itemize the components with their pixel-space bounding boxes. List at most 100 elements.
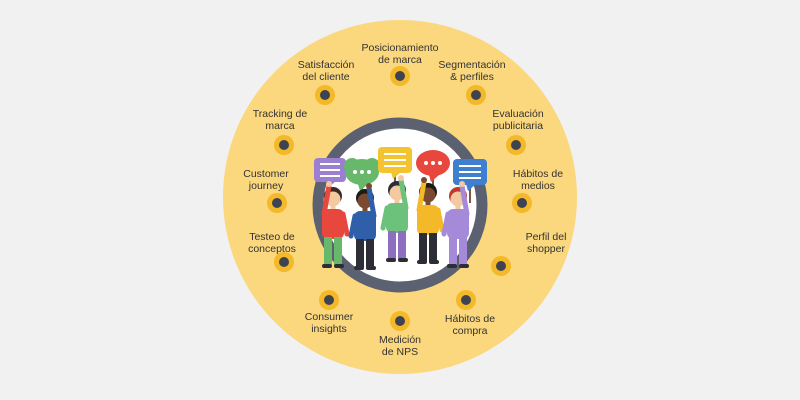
- node-marker: [512, 193, 532, 213]
- node-label-line1: Posicionamiento: [361, 42, 439, 54]
- person-neck: [394, 199, 400, 204]
- person-arm-raised: [416, 179, 427, 213]
- person-torso: [354, 211, 376, 241]
- person-torso: [417, 205, 439, 235]
- person-leg: [388, 231, 396, 259]
- person-leg: [334, 237, 342, 265]
- node-inner-dot: [517, 198, 527, 208]
- person-hand: [459, 181, 465, 187]
- node-label-line1: Perfil del: [525, 231, 567, 243]
- node-label-line2: de NPS: [381, 346, 419, 358]
- node-marker: [456, 290, 476, 310]
- node-marker: [491, 256, 511, 276]
- node-label-line2: del cliente: [302, 71, 350, 83]
- node-marker: [466, 85, 486, 105]
- person-arm: [340, 211, 350, 237]
- person-arm-raised: [398, 177, 409, 211]
- person-torso: [322, 209, 344, 239]
- node-label-line2: de marca: [378, 54, 422, 66]
- person-hand: [326, 181, 332, 187]
- person-shoe: [447, 264, 457, 268]
- person-leg: [429, 233, 437, 261]
- person-torso: [386, 203, 408, 233]
- person-leg: [356, 239, 364, 267]
- speech-bubble-tail: [466, 184, 476, 191]
- node-marker: [274, 135, 294, 155]
- bubble-text-line: [320, 175, 340, 177]
- node-label-line2: conceptos: [248, 243, 296, 255]
- person-shoe: [334, 264, 344, 268]
- bubble-dot: [438, 161, 442, 165]
- bubble-text-line: [320, 169, 340, 171]
- node-marker: [274, 252, 294, 272]
- node-label-line2: publicitaria: [492, 120, 544, 132]
- speech-bubble-puff: [344, 158, 360, 174]
- bubble-dot: [367, 170, 371, 174]
- person-arm: [380, 205, 390, 231]
- person-shoe: [354, 266, 364, 270]
- node-label-line2: journey: [248, 180, 284, 192]
- bubble-dot: [424, 161, 428, 165]
- people-with-speech-bubbles-illustration: [314, 147, 487, 270]
- node-label-line1: Hábitos de: [444, 313, 496, 325]
- node-label-line1: Tracking de: [252, 108, 308, 120]
- speech-bubble-puff: [364, 158, 380, 174]
- bubble-text-line: [459, 177, 481, 179]
- node-marker: [390, 66, 410, 86]
- node-marker: [319, 290, 339, 310]
- node-inner-dot: [272, 198, 282, 208]
- person-arm-raised: [321, 183, 332, 217]
- person-leg: [366, 239, 374, 267]
- node-label-line2: medios: [521, 180, 555, 192]
- bubble-dot: [353, 170, 357, 174]
- person-torso: [447, 209, 469, 239]
- node-label-line1: Consumer: [304, 311, 354, 323]
- node-label-line1: Segmentación: [438, 59, 506, 71]
- node-label-line1: Satisfacción: [297, 59, 355, 71]
- node-inner-dot: [279, 257, 289, 267]
- person-shoe: [398, 258, 408, 262]
- node-inner-dot: [320, 90, 330, 100]
- node-marker: [315, 85, 335, 105]
- speech-bubble-tail: [391, 172, 401, 179]
- node-inner-dot: [461, 295, 471, 305]
- person-leg: [419, 233, 427, 261]
- bubble-text-line: [384, 159, 406, 161]
- node-marker: [390, 311, 410, 331]
- speech-bubble-tail: [429, 175, 439, 182]
- node-label-line2: insights: [311, 323, 347, 335]
- node-inner-dot: [511, 140, 521, 150]
- node-label-line2: & perfiles: [450, 71, 494, 83]
- node-inner-dot: [395, 316, 405, 326]
- person-neck: [425, 201, 431, 206]
- node-label-line1: Customer: [243, 168, 289, 180]
- person-leg: [449, 237, 457, 265]
- person-arm-raised: [366, 185, 377, 219]
- node-inner-dot: [324, 295, 334, 305]
- bubble-text-line: [384, 165, 406, 167]
- node-label-line1: Testeo de: [249, 231, 295, 243]
- person-leg: [398, 231, 406, 259]
- node-group: [267, 66, 532, 331]
- person-neck: [455, 205, 461, 210]
- node-label-line1: Hábitos de: [512, 168, 564, 180]
- node-label: Segmentación& perfiles: [438, 59, 505, 83]
- person-arm: [441, 211, 451, 237]
- bubble-text-line: [320, 163, 340, 165]
- person-arm: [348, 213, 358, 239]
- node-inner-dot: [471, 90, 481, 100]
- person-neck: [330, 205, 336, 210]
- person-shoe: [322, 264, 332, 268]
